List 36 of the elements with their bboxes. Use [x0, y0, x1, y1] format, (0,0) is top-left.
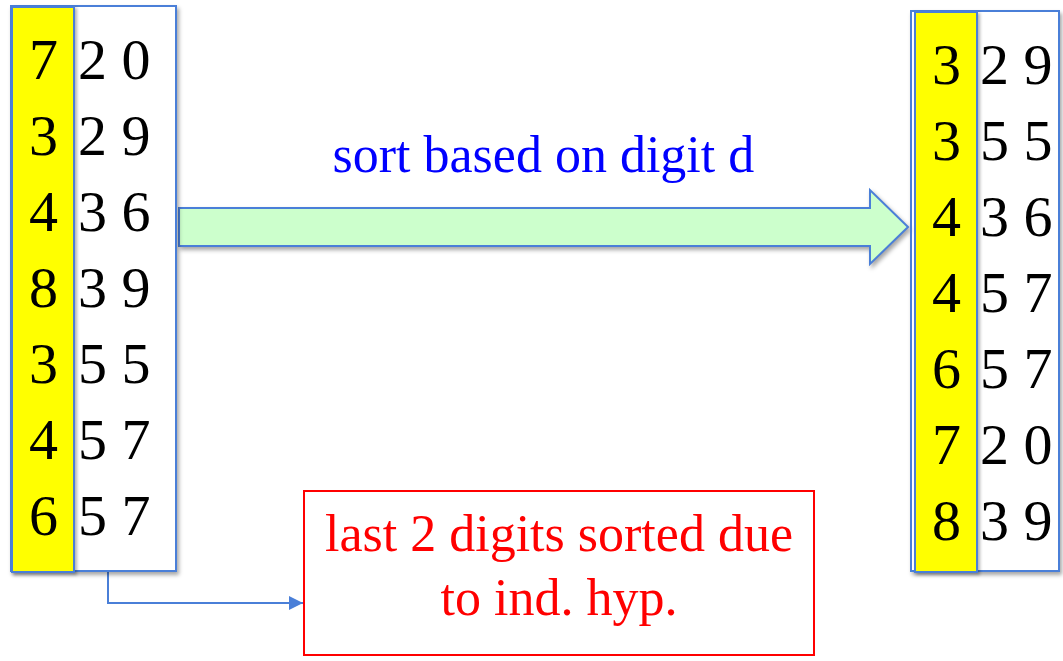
leading-digit: 6 [29, 482, 58, 550]
leading-digit: 3 [932, 107, 961, 175]
digit-pair: 3 9 [980, 487, 1053, 555]
number-list-box [10, 5, 177, 572]
leading-digit: 8 [29, 254, 58, 322]
leading-digit: 3 [29, 330, 58, 398]
leader-arrow [107, 571, 304, 610]
leading-digit: 4 [932, 183, 961, 251]
note-box [303, 490, 815, 656]
block-arrow [178, 187, 910, 267]
digit-pair: 2 9 [980, 31, 1053, 99]
digit-pair: 5 5 [78, 330, 151, 398]
leading-digit: 7 [932, 411, 961, 479]
digit-pair: 5 7 [78, 406, 151, 474]
digit-pair: 2 0 [980, 411, 1053, 479]
highlighted-digit-column [11, 6, 75, 573]
digit-pair: 3 6 [980, 183, 1053, 251]
leading-digit: 6 [932, 335, 961, 403]
leading-digit: 4 [29, 178, 58, 246]
leading-digit: 3 [932, 31, 961, 99]
leading-digit: 8 [932, 487, 961, 555]
digit-pair: 2 0 [78, 26, 151, 94]
number-list-box [910, 10, 1060, 572]
leading-digit: 4 [932, 259, 961, 327]
highlighted-digit-column [914, 11, 978, 573]
leading-digit: 4 [29, 406, 58, 474]
digit-pair: 5 7 [980, 335, 1053, 403]
digit-pair: 5 5 [980, 107, 1053, 175]
leading-digit: 3 [29, 102, 58, 170]
leading-digit: 7 [29, 26, 58, 94]
digit-pair: 5 7 [78, 482, 151, 550]
digit-pair: 2 9 [78, 102, 151, 170]
digit-pair: 5 7 [980, 259, 1053, 327]
note-text: last 2 digits sorted due to ind. hyp. [324, 504, 794, 628]
digit-pair: 3 9 [78, 254, 151, 322]
digit-pair: 3 6 [78, 178, 151, 246]
